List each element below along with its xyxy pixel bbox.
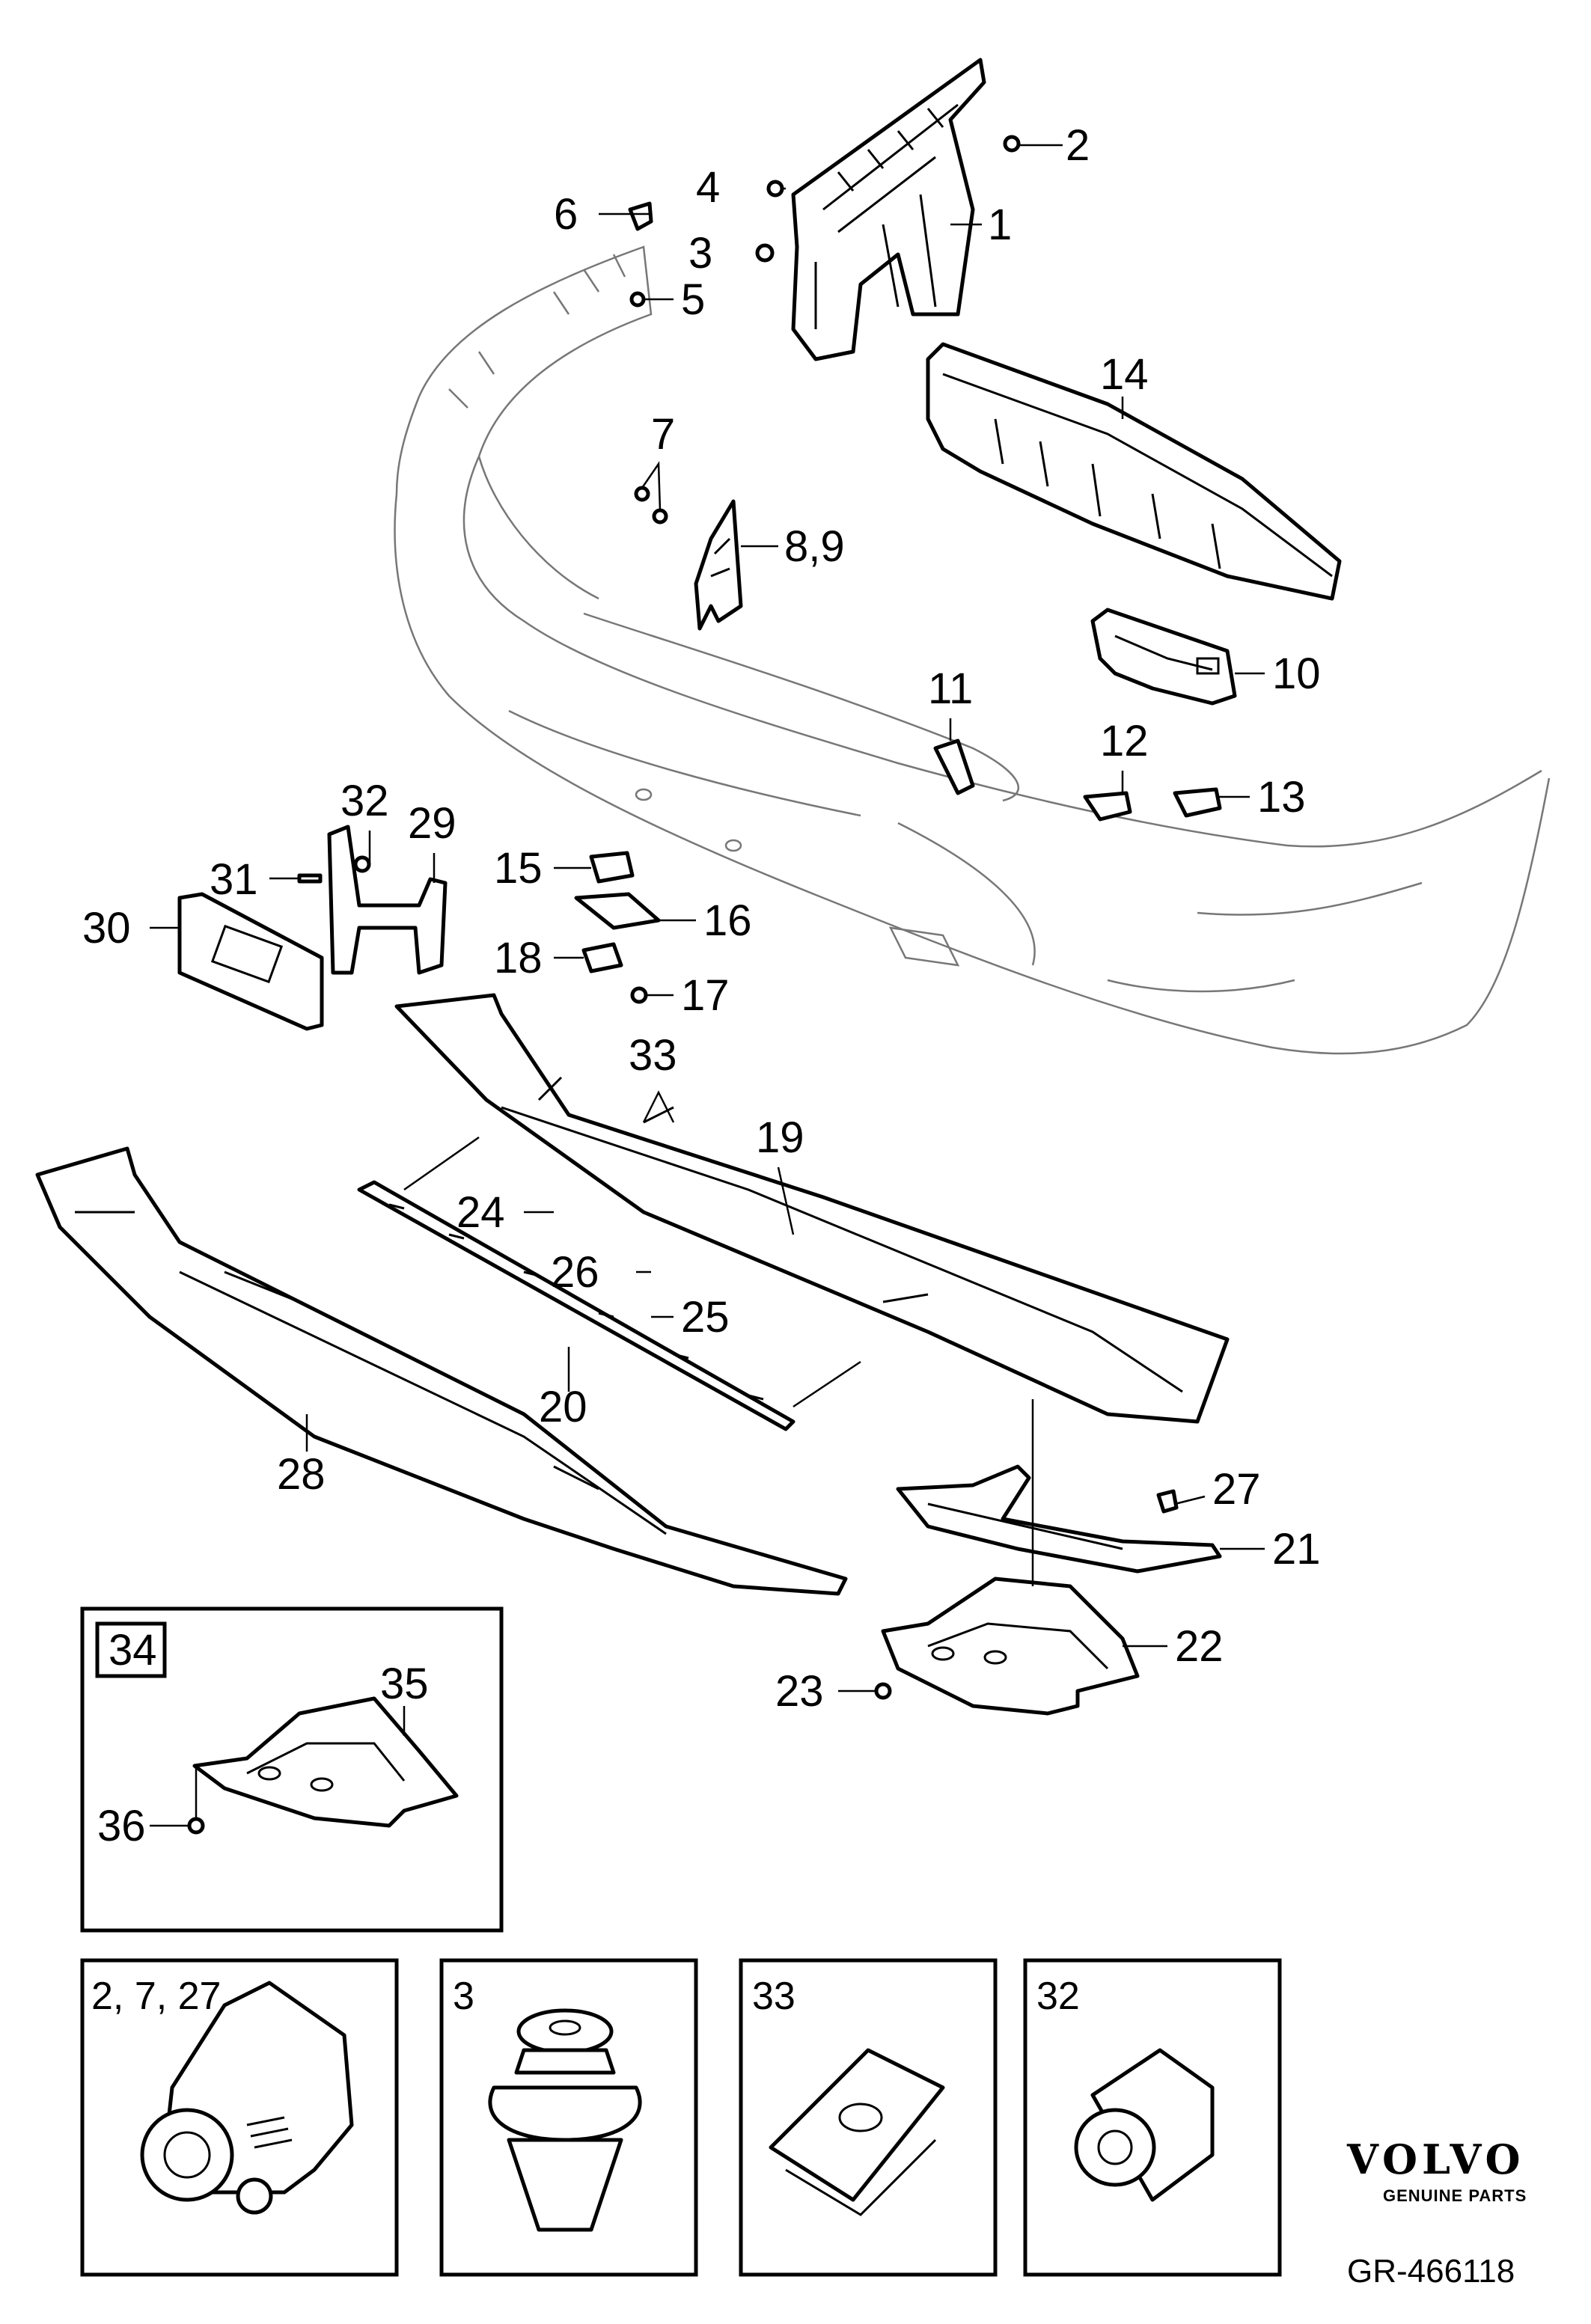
fastener-2 [1003, 135, 1021, 153]
callout-16: 16 [703, 896, 752, 945]
callout-14: 14 [1100, 350, 1149, 399]
brand-name: VOLVO [1346, 2135, 1525, 2183]
callout-24: 24 [456, 1188, 505, 1237]
callout-18: 18 [494, 934, 543, 982]
callout-32: 32 [341, 777, 389, 825]
part-14-reinforcement-beam [926, 342, 1342, 601]
fastener-4 [766, 180, 784, 198]
callout-19: 19 [756, 1113, 804, 1162]
callout-23: 23 [775, 1667, 824, 1716]
callout-10: 10 [1272, 649, 1321, 698]
detail-box-label: 32 [1036, 1975, 1080, 2018]
part-11-clip [933, 739, 975, 795]
diagram-reference: GR-466118 [1347, 2253, 1515, 2290]
callout-15: 15 [494, 844, 543, 893]
part-10-bracket [1090, 608, 1237, 706]
leader-lines [150, 144, 1265, 1692]
callout-13: 13 [1257, 773, 1306, 822]
volvo-logo: VOLVO GENUINE PARTS [1346, 2135, 1527, 2205]
callout-3: 3 [688, 229, 712, 278]
brand-tagline: GENUINE PARTS [1383, 2186, 1527, 2205]
fastener-7 [634, 486, 668, 525]
part-28-lower-panel [35, 1146, 848, 1596]
detail-box-3: 3 [439, 1958, 698, 2277]
callout-30: 30 [82, 904, 131, 952]
part-31-screw [297, 873, 323, 884]
part-8-9-bracket [694, 499, 743, 631]
callout-27: 27 [1212, 1465, 1261, 1514]
callout-22: 22 [1175, 1622, 1224, 1671]
fastener-6 [628, 201, 653, 231]
part-18-clip [581, 942, 623, 973]
fastener-3 [755, 243, 775, 263]
detail-box-2-7-27: 2, 7, 27 [80, 1958, 399, 2277]
part-13-clip [1173, 787, 1222, 818]
callout-1: 1 [988, 201, 1012, 249]
bumper-cover [394, 245, 1551, 1055]
part-19-diffuser [394, 993, 1230, 1424]
callout-11: 11 [928, 664, 973, 713]
callout-7: 7 [651, 410, 675, 459]
callout-28: 28 [277, 1450, 326, 1499]
callout-26: 26 [551, 1248, 599, 1297]
part-16-clip [574, 892, 661, 930]
inset-box-34: 34 35 36 [80, 1606, 504, 1933]
callout-12: 12 [1100, 717, 1149, 765]
part-15-clip [589, 851, 635, 884]
part-21-bracket [896, 1464, 1222, 1574]
part-32-nut [353, 855, 371, 873]
detail-box-32: 32 [1023, 1958, 1282, 2277]
part-27-clip [1156, 1489, 1179, 1514]
fastener-5 [629, 291, 646, 308]
part-22-bracket [881, 1577, 1140, 1716]
callout-8-9: 8,9 [784, 522, 845, 571]
part-29-bracket [327, 825, 448, 975]
detail-box-label: 3 [453, 1975, 474, 2018]
callout-31: 31 [210, 855, 258, 904]
part-1-side-bracket [791, 58, 986, 361]
detail-box-33: 33 [739, 1958, 998, 2277]
part-20-strip [357, 1180, 796, 1431]
callout-5: 5 [681, 275, 705, 324]
detail-box-label: 33 [752, 1975, 796, 2018]
callout-20: 20 [539, 1383, 587, 1431]
part-23-screw [874, 1682, 892, 1700]
callout-29: 29 [408, 799, 456, 848]
callout-33: 33 [629, 1031, 677, 1080]
detail-box-label: 2, 7, 27 [91, 1975, 221, 2018]
callout-6: 6 [554, 190, 578, 239]
callout-21: 21 [1272, 1525, 1321, 1574]
callout-25: 25 [681, 1293, 730, 1342]
callout-35: 35 [380, 1660, 429, 1708]
callout-17: 17 [681, 971, 730, 1020]
callout-labels: 1 2 3 4 5 6 7 8,9 10 11 12 13 14 15 16 1… [82, 121, 1321, 1716]
callout-4: 4 [696, 163, 720, 212]
part-17-screw [630, 986, 648, 1004]
part-30-plate [177, 892, 324, 1031]
callout-2: 2 [1066, 121, 1090, 170]
inset-box-label: 34 [109, 1626, 157, 1675]
part-12-clip [1083, 791, 1132, 822]
callout-36: 36 [97, 1802, 146, 1850]
